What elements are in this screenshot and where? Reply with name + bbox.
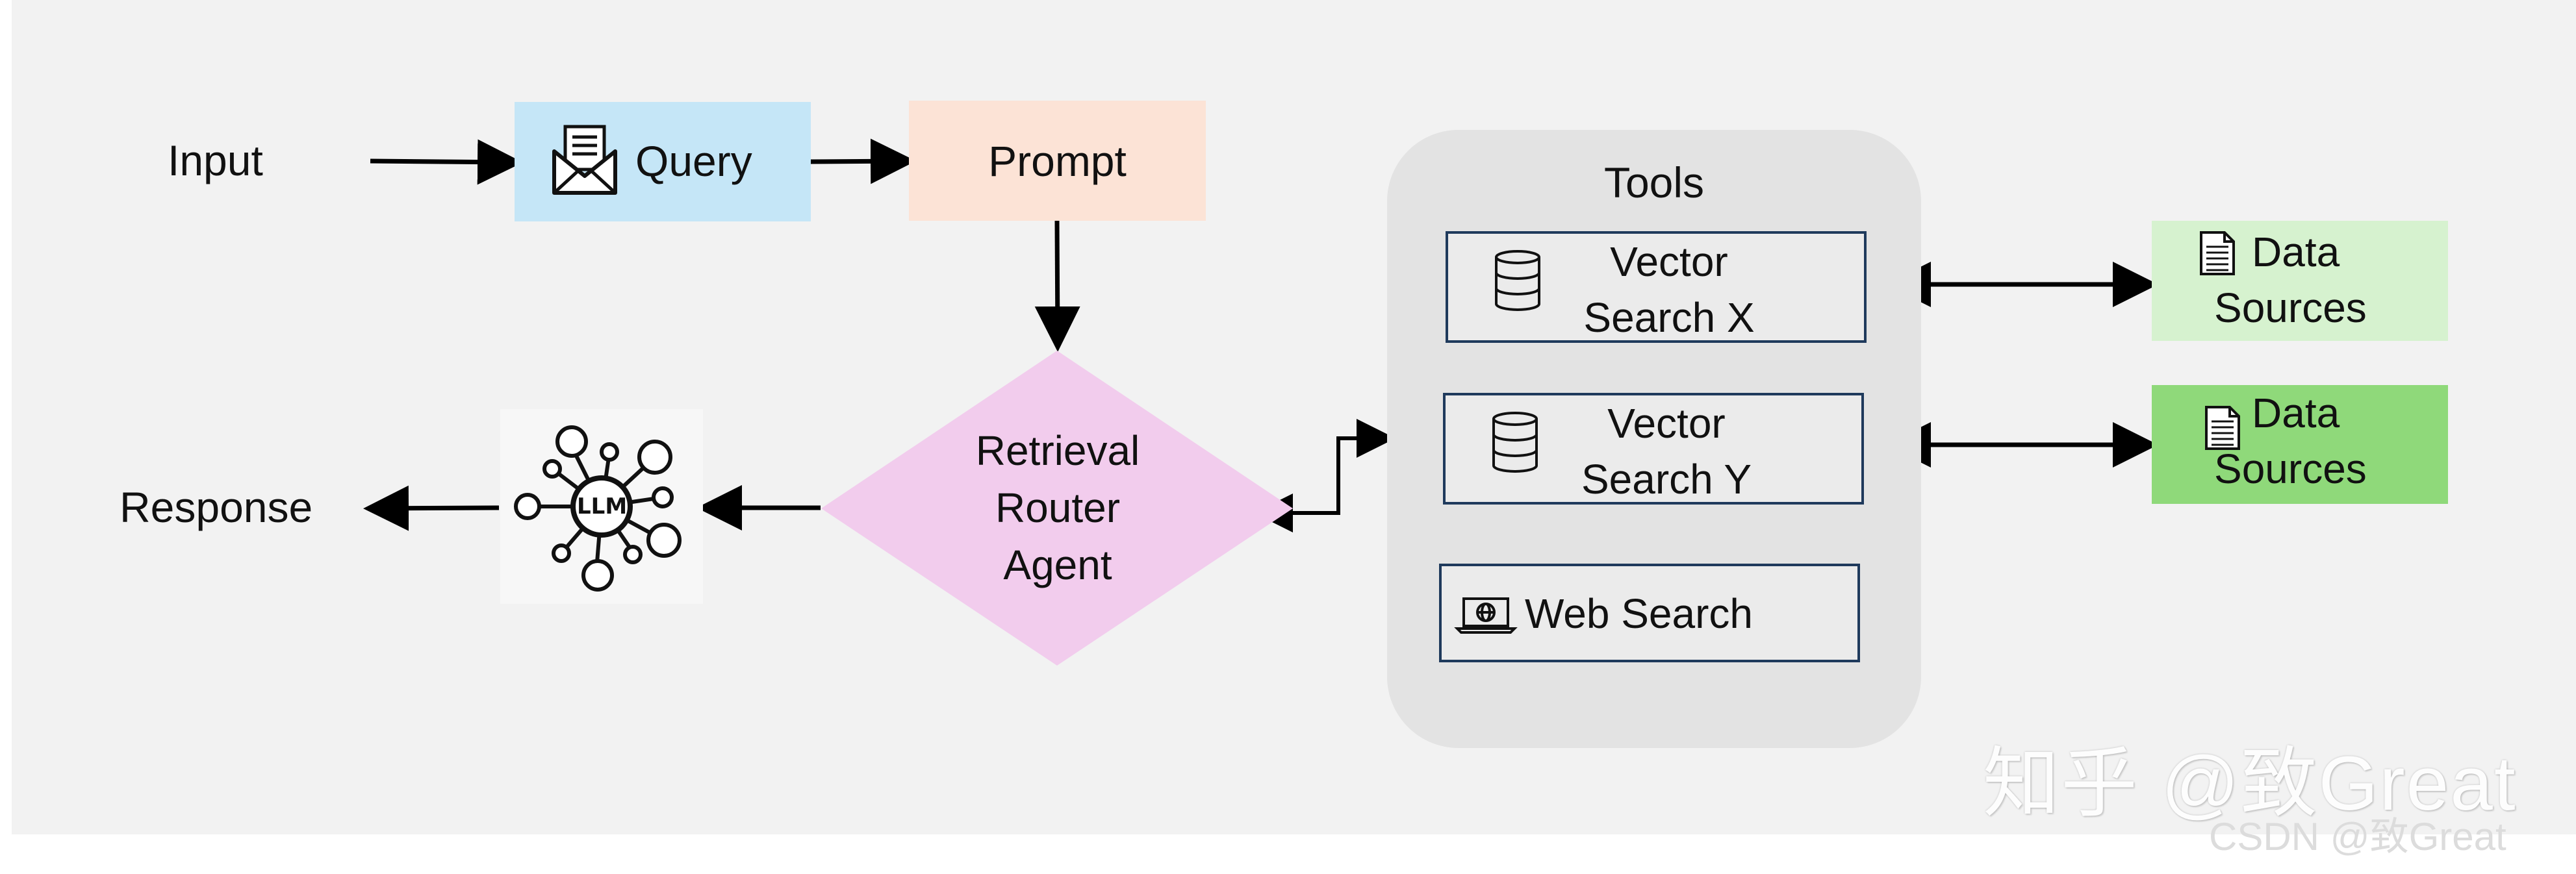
query-box: Query (515, 102, 811, 221)
router-text: Retrieval Router Agent (915, 422, 1201, 593)
router-line-1: Retrieval (975, 427, 1140, 474)
prompt-box: Prompt (909, 101, 1206, 221)
vector-search-y-box: Vector Search Y (1443, 393, 1864, 505)
llm-label: LLM (577, 493, 628, 519)
document-icon (2204, 405, 2241, 451)
database-icon (1491, 411, 1539, 473)
arrow-prompt-router (1034, 220, 1080, 352)
router-line-3: Agent (1003, 542, 1112, 588)
data-source-1-line-2: Sources (2214, 284, 2367, 331)
vector-search-x-line-1: Vector (1610, 238, 1728, 285)
envelope-document-icon (551, 124, 618, 195)
laptop-globe-icon (1454, 596, 1518, 635)
web-search-label: Web Search (1525, 590, 1753, 637)
query-label: Query (635, 137, 752, 185)
connectors (363, 138, 2158, 666)
arrow-input-query (370, 139, 523, 185)
watermark-main: 知乎 @致Great (1983, 741, 2517, 827)
data-source-2-line-2: Sources (2214, 445, 2367, 492)
document-icon (2199, 230, 2236, 277)
router-line-2: Router (995, 484, 1121, 531)
vector-search-y-line-1: Vector (1607, 400, 1726, 447)
router-diamond (821, 351, 1293, 666)
watermark-sub: CSDN @致Great (2209, 815, 2506, 858)
arrow-router-tools (1254, 419, 1396, 532)
diagram-canvas: Input Query Prompt Retrieval Router Agen… (12, 0, 2576, 834)
database-icon (1494, 249, 1542, 312)
tools-title: Tools (1603, 158, 1705, 206)
tools-panel: Tools Vector Search X (1387, 130, 1921, 748)
input-label: Input (168, 136, 263, 184)
llm-network-icon: LLM (500, 409, 703, 604)
data-source-1-line-1: Data (2252, 229, 2340, 275)
arrow-query-prompt (809, 138, 916, 184)
data-source-box-2: Data Sources (2152, 385, 2448, 504)
data-source-2-line-1: Data (2252, 390, 2340, 436)
data-source-box-1: Data Sources (2152, 221, 2448, 341)
vector-search-x-box: Vector Search X (1446, 231, 1867, 343)
prompt-label: Prompt (988, 136, 1127, 185)
vector-search-y-line-2: Search Y (1581, 456, 1752, 503)
response-label: Response (120, 483, 313, 531)
vector-search-x-line-2: Search X (1583, 294, 1755, 341)
web-search-box: Web Search (1439, 564, 1860, 662)
